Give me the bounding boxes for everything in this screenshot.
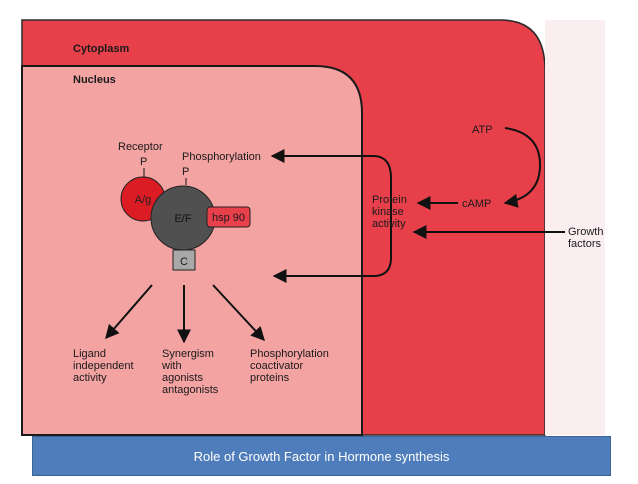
receptor-label: Receptor — [118, 141, 163, 153]
growth-factors-label: Growth factors — [568, 226, 607, 250]
cytoplasm-label: Cytoplasm — [73, 43, 129, 55]
arrow-to-ligand-independent — [105, 284, 153, 340]
c-domain-label: C — [180, 256, 188, 268]
atp-label: ATP — [472, 124, 493, 136]
ef-domain-label: E/F — [174, 213, 191, 225]
hsp90-label: hsp 90 — [212, 212, 245, 224]
camp-label: cAMP — [462, 198, 491, 210]
arrow-to-phosphorylation-coactivator — [212, 284, 265, 342]
outer-strip — [545, 20, 605, 435]
pka-to-phosphorylation-arrow — [272, 155, 392, 283]
ef-phosphate-label: P — [182, 166, 189, 178]
atp-to-camp-arrow — [503, 127, 542, 208]
hsp90-box — [206, 206, 251, 228]
outcome-ligand-independent: Ligand independent activity — [73, 348, 137, 384]
receptor-phosphate-label: P — [140, 156, 147, 168]
outcome-synergism: Synergism with agonists antagonists — [161, 348, 219, 396]
nucleus-label: Nucleus — [73, 74, 116, 86]
outcome-phosphorylation-coactivator: Phosphorylation coactivator proteins — [250, 348, 332, 384]
caption-text: Role of Growth Factor in Hormone synthes… — [193, 448, 450, 464]
ligand-ag-label: A/g — [135, 194, 152, 206]
protein-kinase-activity-label: Protein kinase activity — [372, 194, 410, 230]
phosphorylation-label: Phosphorylation — [182, 151, 261, 163]
caption-bar: Role of Growth Factor in Hormone synthes… — [32, 436, 611, 476]
